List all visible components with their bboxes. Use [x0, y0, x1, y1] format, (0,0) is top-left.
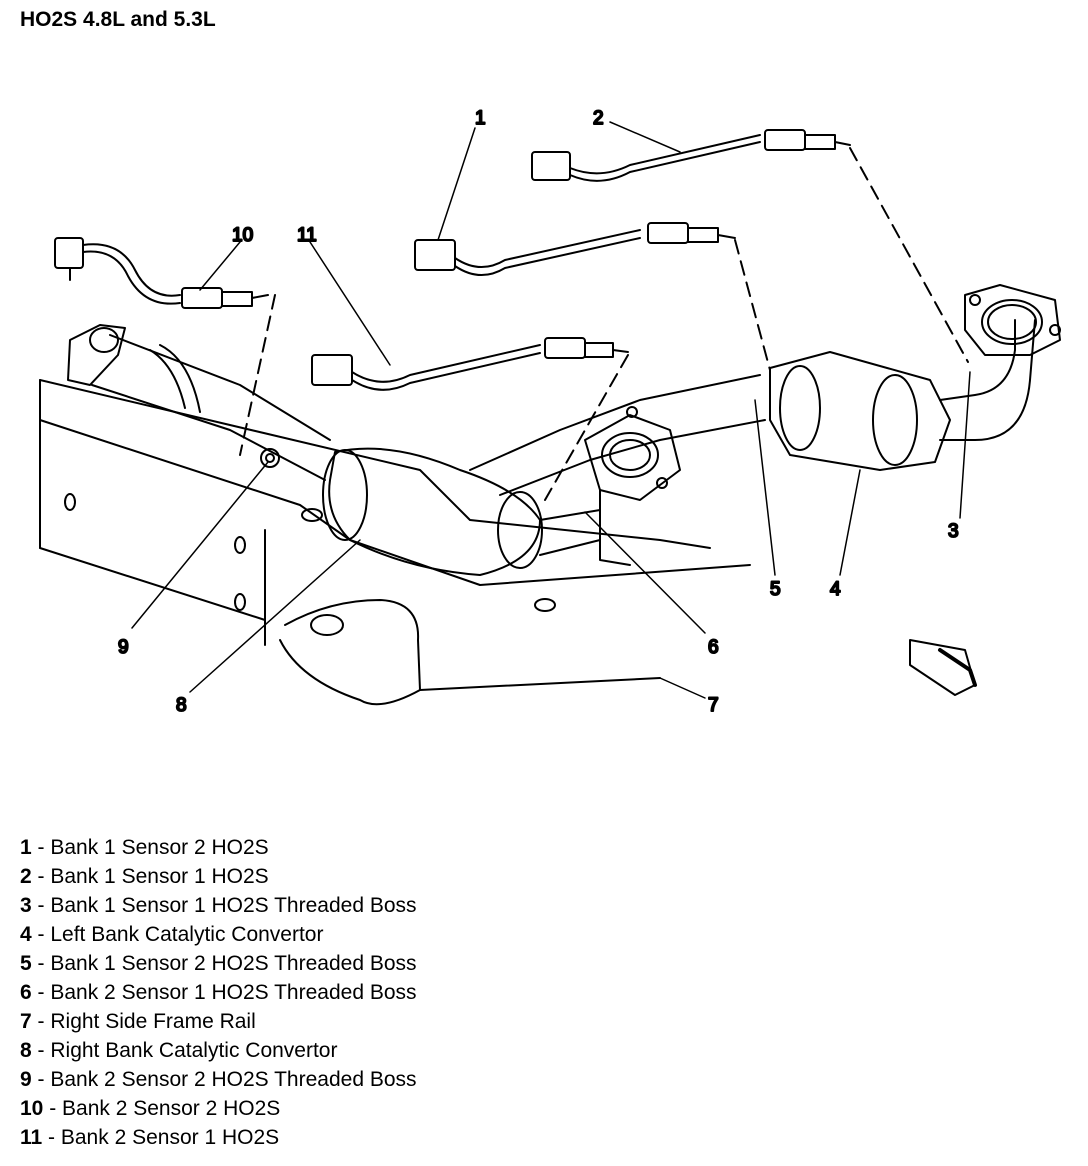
legend: 1 - Bank 1 Sensor 2 HO2S 2 - Bank 1 Sens…	[20, 833, 417, 1152]
legend-item: 2 - Bank 1 Sensor 1 HO2S	[20, 865, 269, 888]
callout-2: 2	[593, 108, 604, 129]
callout-11: 11	[297, 225, 317, 246]
callout-4: 4	[830, 579, 841, 600]
forward-arrow-icon	[909, 639, 977, 696]
callout-9: 9	[118, 637, 129, 658]
legend-item: 1 - Bank 1 Sensor 2 HO2S	[20, 836, 269, 859]
legend-item: 10 - Bank 2 Sensor 2 HO2S	[20, 1097, 281, 1120]
sensor-2-wiring	[531, 129, 851, 182]
legend-item: 8 - Right Bank Catalytic Convertor	[20, 1039, 338, 1062]
callout-10: 10	[232, 225, 253, 246]
legend-item: 4 - Left Bank Catalytic Convertor	[20, 923, 324, 946]
callout-8: 8	[176, 695, 187, 716]
install-lines	[239, 147, 969, 501]
legend-item: 11 - Bank 2 Sensor 1 HO2S	[20, 1126, 280, 1149]
callout-3: 3	[948, 521, 959, 542]
callout-leaders	[131, 121, 971, 699]
legend-item: 5 - Bank 1 Sensor 2 HO2S Threaded Boss	[20, 952, 417, 975]
right-bank-pipe	[67, 324, 331, 481]
legend-item: 9 - Bank 2 Sensor 2 HO2S Threaded Boss	[20, 1068, 417, 1091]
legend-item: 3 - Bank 1 Sensor 1 HO2S Threaded Boss	[20, 894, 417, 917]
callout-7: 7	[708, 695, 719, 716]
right-bank-catalytic-convertor	[322, 447, 601, 576]
diagram-title: HO2S 4.8L and 5.3L	[20, 8, 216, 31]
callout-5: 5	[770, 579, 781, 600]
callout-1: 1	[475, 108, 486, 129]
exhaust-diagram: 1 2 3 4 5 6 7 8 9 10 11	[39, 107, 1061, 717]
sensor-10-wiring	[54, 237, 269, 309]
frame-rail	[39, 379, 751, 706]
legend-item: 6 - Bank 2 Sensor 1 HO2S Threaded Boss	[20, 981, 417, 1004]
legend-item: 7 - Right Side Frame Rail	[20, 1010, 256, 1033]
callout-6: 6	[708, 637, 719, 658]
sensor-11-wiring	[311, 337, 629, 391]
left-bank-pipe	[469, 284, 1061, 566]
sensor-1-wiring	[414, 222, 736, 276]
